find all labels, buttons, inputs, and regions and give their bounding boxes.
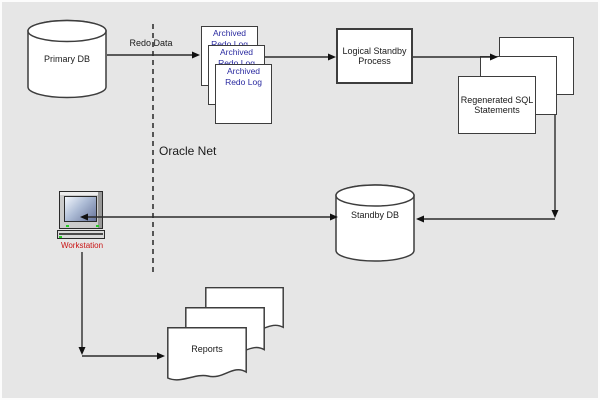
arrowhead-to-logical-process xyxy=(328,53,336,61)
arrowhead-down-to-reports-corner xyxy=(78,347,86,355)
monitor-side-face xyxy=(98,192,102,228)
keyboard-stripe xyxy=(59,233,103,235)
primary-db-label: Primary DB xyxy=(43,54,90,64)
monitor-top-face xyxy=(60,192,102,195)
regenerated-sql-box: Regenerated SQL Statements xyxy=(458,76,536,134)
logical-standby-process-box: Logical Standby Process xyxy=(336,28,413,84)
monitor-led-right xyxy=(96,225,99,227)
archived-redo-log-1-label: Archived Redo Log xyxy=(211,28,248,49)
arrowhead-into-reports xyxy=(157,352,165,360)
regenerated-sql-label: Regenerated SQL Statements xyxy=(460,95,534,115)
primary-db-cylinder xyxy=(27,19,107,99)
monitor-screen xyxy=(64,196,97,222)
archived-redo-log-3: Archived Redo Log xyxy=(215,64,272,124)
workstation-keyboard xyxy=(57,230,105,239)
standby-db-cylinder xyxy=(335,184,415,262)
reports-doc-front xyxy=(167,327,247,381)
monitor-led xyxy=(66,225,69,227)
archived-redo-log-3-label: Archived Redo Log xyxy=(225,66,262,87)
reports-label: Reports xyxy=(191,344,223,354)
keyboard-led xyxy=(59,236,62,238)
redo-data-label: Redo Data xyxy=(129,38,173,48)
workstation-label: Workstation xyxy=(60,241,104,250)
arrowhead-down-corner xyxy=(551,210,559,218)
standby-db-label: Standby DB xyxy=(350,210,400,220)
logical-standby-process-label: Logical Standby Process xyxy=(342,46,407,66)
oracle-net-label: Oracle Net xyxy=(159,144,217,158)
arrowhead-to-archived-logs xyxy=(192,51,200,59)
archived-redo-log-2-label: Archived Redo Log xyxy=(218,47,255,68)
arrowhead-into-standby-db xyxy=(416,215,424,223)
